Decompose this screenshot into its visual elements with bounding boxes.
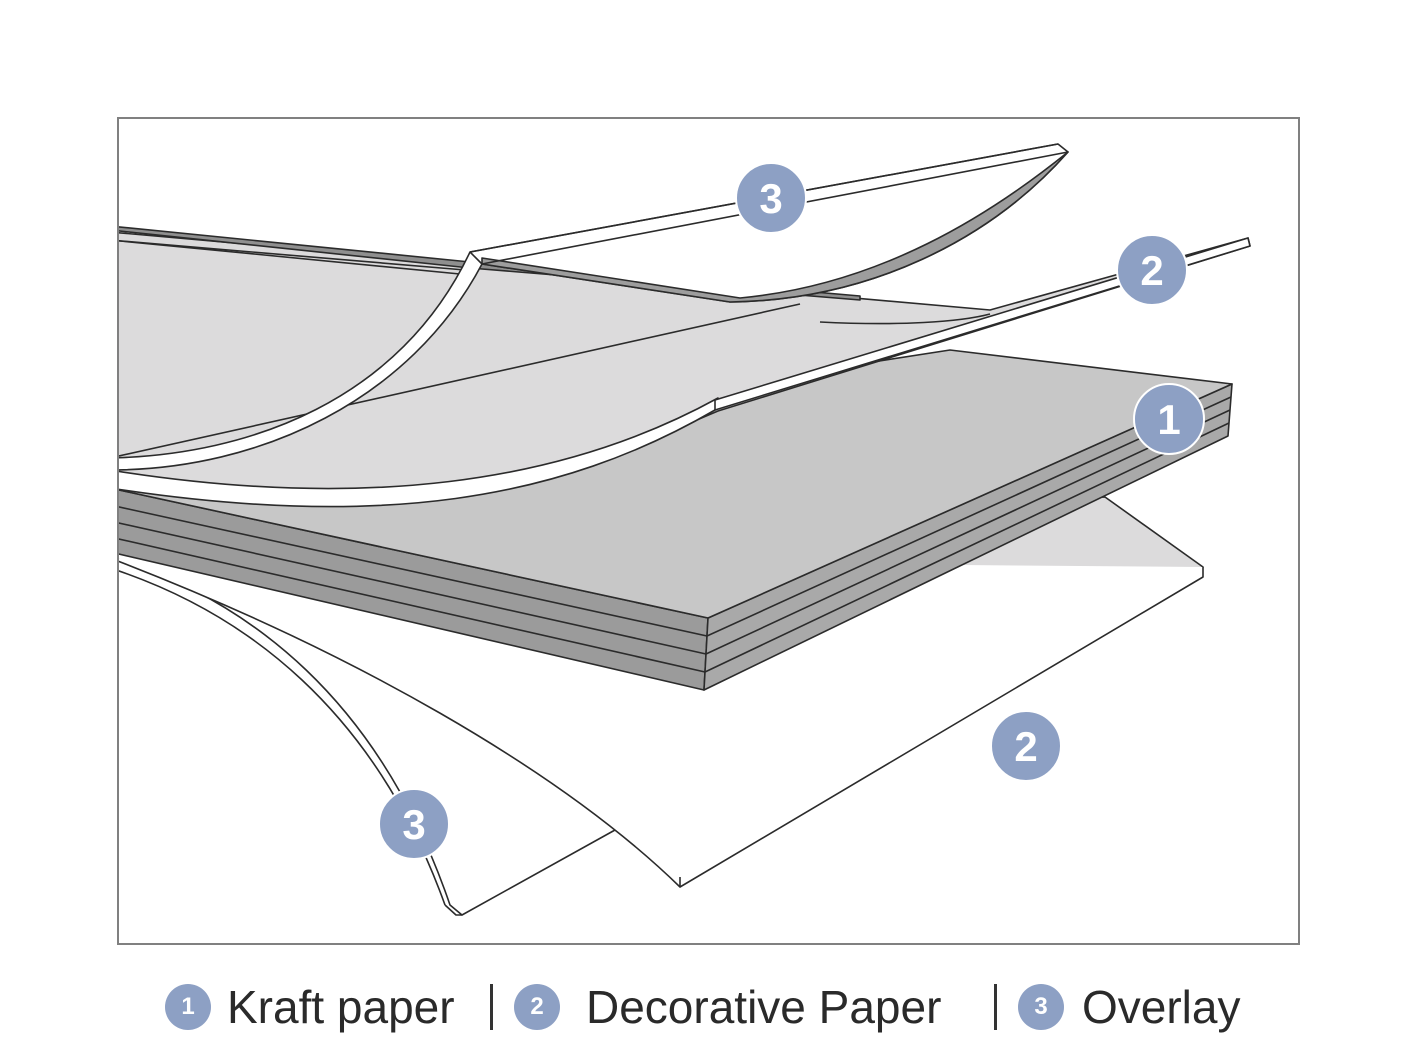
- legend-badge-kraft: 1: [165, 984, 211, 1030]
- svg-text:3: 3: [402, 801, 425, 848]
- badge-overlay-top: 3: [735, 162, 807, 234]
- badge-decorative-bottom: 2: [990, 710, 1062, 782]
- legend-item-overlay: 3 Overlay: [1018, 980, 1240, 1034]
- legend-separator: [994, 984, 997, 1030]
- laminate-layers-diagram: 3 2 1 2 3: [117, 117, 1300, 945]
- legend-separator: [490, 984, 493, 1030]
- legend-label-overlay: Overlay: [1082, 981, 1241, 1033]
- badge-overlay-bottom: 3: [378, 788, 450, 860]
- legend-item-decorative: 2 Decorative Paper: [514, 980, 941, 1034]
- badge-kraft: 1: [1133, 383, 1205, 455]
- badge-decorative-top: 2: [1116, 234, 1188, 306]
- legend-badge-decorative: 2: [514, 984, 560, 1030]
- svg-text:3: 3: [759, 175, 782, 222]
- legend-label-decorative: Decorative Paper: [586, 981, 942, 1033]
- svg-text:2: 2: [1140, 247, 1163, 294]
- legend: 1 Kraft paper 2 Decorative Paper 3 Overl…: [0, 960, 1418, 1050]
- svg-text:1: 1: [1157, 396, 1180, 443]
- legend-item-kraft: 1 Kraft paper: [165, 980, 455, 1034]
- legend-badge-overlay: 3: [1018, 984, 1064, 1030]
- top-overlay-sheet: [119, 143, 1069, 471]
- svg-text:2: 2: [1014, 723, 1037, 770]
- diagram-frame: [117, 117, 1300, 945]
- top-decorative-sheet: [119, 231, 1251, 508]
- kraft-paper-stack: [119, 349, 1233, 691]
- legend-label-kraft: Kraft paper: [227, 981, 455, 1033]
